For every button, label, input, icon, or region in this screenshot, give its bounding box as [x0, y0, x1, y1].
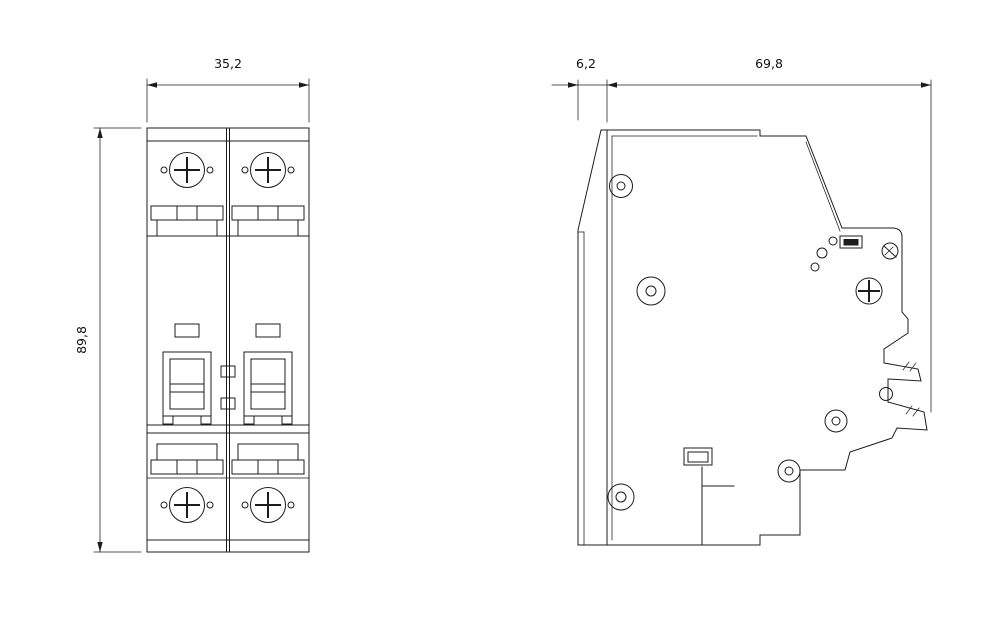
pivot-hole — [879, 387, 893, 401]
clamp-window — [839, 235, 863, 249]
toggle-handles — [162, 351, 293, 425]
front-outline — [146, 127, 310, 553]
rivet — [607, 483, 635, 511]
hole-cluster — [810, 236, 838, 272]
side-lip-dimension: 6,2 — [551, 56, 617, 123]
front-view — [146, 127, 310, 553]
arrowhead — [299, 82, 309, 88]
rivet — [777, 459, 801, 483]
arrowhead — [97, 128, 103, 138]
front-width-dimension: 35,2 — [146, 56, 310, 123]
lower-window — [683, 447, 713, 466]
terminal-screw — [160, 152, 214, 188]
dim-front-height-label: 89,8 — [74, 326, 89, 354]
top-terminal-clamps — [150, 205, 305, 237]
dim-front-width-label: 35,2 — [214, 56, 242, 71]
rivet — [824, 409, 848, 433]
terminal-screw — [241, 487, 295, 523]
terminal-screw — [241, 152, 295, 188]
terminal-screw — [160, 487, 214, 523]
arrowhead — [921, 82, 931, 88]
side-depth-dimension: 69,8 — [606, 56, 932, 413]
side-terminal-screw — [855, 277, 883, 305]
arrowhead — [568, 82, 578, 88]
arrowhead — [147, 82, 157, 88]
side-view — [577, 129, 928, 546]
rivet — [609, 174, 633, 198]
bottom-terminal-clamps — [150, 443, 305, 475]
dim-side-lip-label: 6,2 — [576, 56, 596, 71]
side-front-lip — [577, 129, 608, 546]
rivet — [636, 276, 666, 306]
dim-side-depth-label: 69,8 — [755, 56, 783, 71]
front-height-dimension: 89,8 — [74, 127, 142, 553]
indicator-windows — [174, 323, 281, 338]
slotted-screw — [881, 242, 899, 260]
din-clip-spring — [902, 361, 920, 417]
side-body-outline — [606, 129, 928, 546]
arrowhead — [97, 542, 103, 552]
